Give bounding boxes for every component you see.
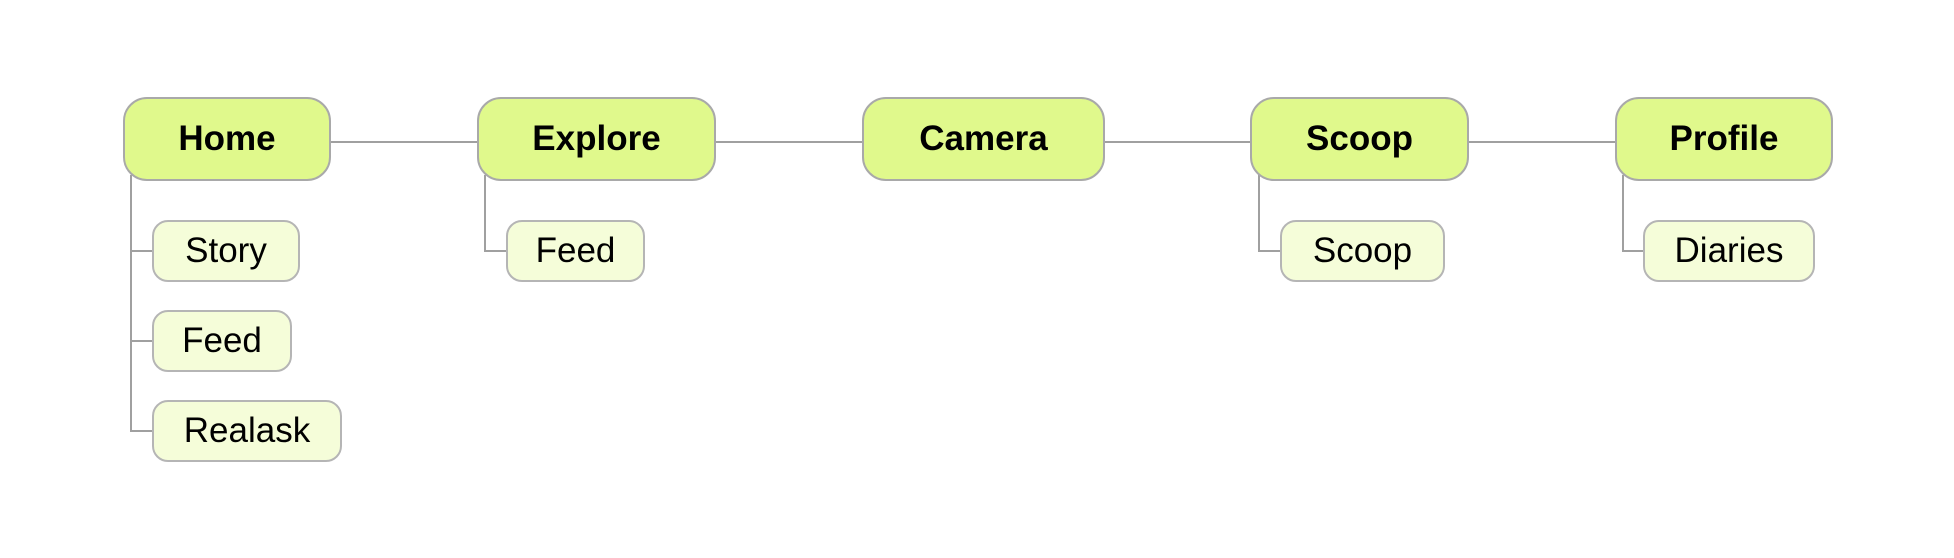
connector-home-children: [130, 175, 152, 432]
node-explore-feed[interactable]: Feed: [506, 220, 645, 282]
node-home[interactable]: Home: [123, 97, 331, 181]
node-home-realask[interactable]: Realask: [152, 400, 342, 462]
node-home-story[interactable]: Story: [152, 220, 300, 282]
node-profile[interactable]: Profile: [1615, 97, 1833, 181]
node-home-feed[interactable]: Feed: [152, 310, 292, 372]
node-explore[interactable]: Explore: [477, 97, 716, 181]
connector-scoop-scoop: [1258, 175, 1280, 252]
connector-explore-feed: [484, 175, 506, 252]
node-scoop[interactable]: Scoop: [1250, 97, 1469, 181]
node-scoop-scoop[interactable]: Scoop: [1280, 220, 1445, 282]
connector-profile-diaries: [1622, 175, 1643, 252]
node-camera[interactable]: Camera: [862, 97, 1105, 181]
node-profile-diaries[interactable]: Diaries: [1643, 220, 1815, 282]
